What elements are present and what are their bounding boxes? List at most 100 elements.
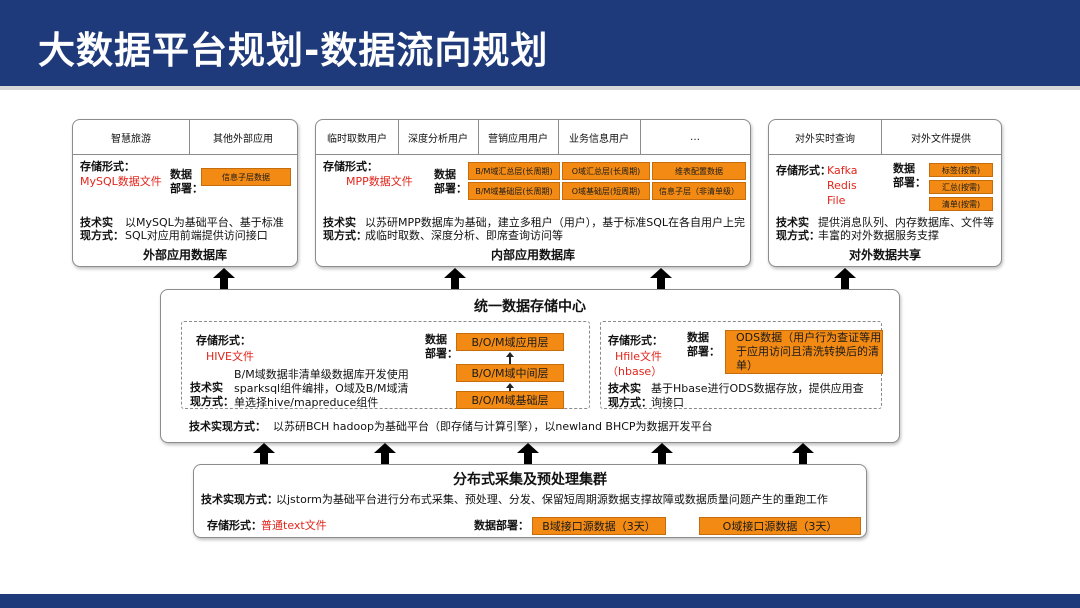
up-arrow-icon: [792, 443, 814, 465]
storage-form-label: 存储形式：: [196, 334, 251, 347]
tech-label: 技术实: [323, 216, 356, 229]
small-up-arrow-icon: [506, 352, 514, 364]
deploy-label: 数据: [893, 162, 915, 175]
deploy-label-2: 部署：: [170, 182, 203, 195]
hbase-panel: 存储形式： Hfile文件 （hbase） 数据 部署： ODS数据（用户行为查…: [600, 321, 883, 409]
up-arrow-icon: [444, 268, 466, 290]
deploy-label: 数据: [425, 333, 447, 346]
tab-adhoc-users: 临时取数用户: [327, 133, 387, 145]
deploy-box-b-domain: B域接口源数据（3天）: [532, 517, 666, 535]
deploy-label-2: 部署：: [434, 182, 467, 195]
footer-bar: [0, 594, 1080, 608]
deploy-box: 信息子层（非清单级）: [652, 182, 746, 200]
tech-label-2: 现方式：: [323, 229, 367, 242]
tech-label-2: 现方式：: [80, 229, 124, 242]
card-caption: 统一数据存储中心: [474, 299, 586, 315]
storage-form-value: Hfile文件: [615, 350, 663, 363]
external-db-card: 智慧旅游 其他外部应用 存储形式： MySQL数据文件 数据 部署： 信息子层数…: [72, 119, 298, 267]
deploy-label: 数据: [170, 168, 192, 181]
tech-line-1: 基于Hbase进行ODS数据存放，提供应用查: [651, 382, 864, 395]
tech-label: 技术实: [190, 381, 223, 394]
deploy-box: 清单(按需): [929, 197, 993, 211]
tab-marketing-users: 营销应用用户: [488, 133, 548, 145]
deploy-box: 信息子层数据: [201, 168, 291, 186]
tech-line-1: 以苏研MPP数据库为基础，建立多租户（用户），基于标准SQL在各自用户上完: [365, 216, 746, 229]
deploy-box-mid-layer: B/O/M域中间层: [456, 364, 564, 382]
up-arrow-icon: [650, 268, 672, 290]
storage-form-value: 普通text文件: [261, 519, 327, 532]
tech-label: 技术实现方式：: [189, 420, 266, 433]
page-title: 大数据平台规划-数据流向规划: [38, 29, 549, 72]
tech-line-1: 提供消息队列、内存数据库、文件等: [818, 216, 994, 229]
tab-separator: [398, 120, 399, 154]
tab-separator: [881, 120, 882, 154]
deploy-label: 数据部署：: [474, 519, 529, 532]
storage-value-kafka: Kafka: [827, 164, 858, 177]
tech-line-1: B/M域数据非清单级数据库开发使用: [234, 368, 409, 381]
tab-realtime-query: 对外实时查询: [795, 133, 855, 145]
title-bar: 大数据平台规划-数据流向规划: [0, 0, 1080, 86]
deploy-label-2: 部署：: [687, 345, 720, 358]
tech-label-2: 现方式：: [776, 229, 820, 242]
tech-line-3: 单选择hive/mapreduce组件: [234, 396, 379, 409]
deploy-box-app-layer: B/O/M域应用层: [456, 333, 564, 351]
tab-separator: [640, 120, 641, 154]
tech-line-2: 丰富的对外数据服务支撑: [818, 229, 939, 242]
storage-form-value: MySQL数据文件: [80, 175, 162, 188]
storage-form-label: 存储形式：: [207, 519, 262, 532]
tech-label: 技术实现方式：: [201, 493, 278, 506]
up-arrow-icon: [374, 443, 396, 465]
tech-label: 技术实: [776, 216, 809, 229]
tab-smart-tourism: 智慧旅游: [111, 133, 151, 145]
storage-value-redis: Redis: [827, 179, 857, 192]
tech-value: 以jstorm为基础平台进行分布式采集、预处理、分发、保留短周期源数据支撑故障或…: [276, 493, 828, 506]
up-arrow-icon: [253, 443, 275, 465]
card-caption: 对外数据共享: [848, 248, 921, 262]
deploy-box: O域基础层(短周期): [562, 182, 650, 200]
tech-line-1: 以MySQL为基础平台、基于标准: [125, 216, 284, 229]
up-arrow-icon: [213, 268, 235, 290]
tab-deep-analysis-users: 深度分析用户: [408, 133, 468, 145]
deploy-label: 数据: [434, 168, 456, 181]
deploy-label-2: 部署：: [893, 176, 926, 189]
tech-line-2: sparksql组件编排，O域及B/M域清: [234, 382, 409, 395]
tab-divider: [73, 154, 297, 155]
external-share-card: 对外实时查询 对外文件提供 存储形式： Kafka Redis File 数据 …: [768, 119, 1002, 267]
deploy-label-2: 部署：: [425, 347, 458, 360]
tab-file-provision: 对外文件提供: [911, 133, 971, 145]
tab-more: …: [690, 131, 700, 143]
tab-separator: [189, 120, 190, 154]
tab-divider: [769, 154, 1001, 155]
tech-label-2: 现方式：: [190, 395, 234, 408]
storage-form-value: MPP数据文件: [346, 175, 413, 188]
tech-label: 技术实: [608, 382, 641, 395]
tech-line-2: 成临时取数、深度分析、即席查询访问等: [365, 229, 563, 242]
deploy-box-ods: ODS数据（用户行为查证等用于应用访问且清洗转换后的清单）: [725, 330, 883, 374]
storage-form-value-2: （hbase）: [607, 365, 663, 378]
up-arrow-icon: [651, 443, 673, 465]
deploy-box: B/M域汇总层(长周期): [468, 162, 560, 180]
tech-label-2: 现方式：: [608, 396, 652, 409]
deploy-box: 汇总(按需): [929, 180, 993, 194]
deploy-box: 维表配置数据: [652, 162, 746, 180]
up-arrow-icon: [517, 443, 539, 465]
tech-line-2: 询接口: [651, 396, 684, 409]
deploy-box: O域汇总层(长周期): [562, 162, 650, 180]
tab-other-external-apps: 其他外部应用: [213, 133, 273, 145]
tab-divider: [316, 154, 750, 155]
tech-label: 技术实: [80, 216, 113, 229]
collect-cluster-card: 分布式采集及预处理集群 技术实现方式： 以jstorm为基础平台进行分布式采集、…: [193, 464, 867, 538]
up-arrow-icon: [834, 268, 856, 290]
card-caption: 外部应用数据库: [142, 248, 227, 262]
tab-business-info-users: 业务信息用户: [569, 133, 629, 145]
deploy-label: 数据: [687, 331, 709, 344]
unified-storage-card: 统一数据存储中心 存储形式： HIVE文件 B/M域数据非清单级数据库开发使用 …: [160, 289, 900, 443]
storage-value-file: File: [827, 194, 846, 207]
storage-form-label: 存储形式：: [608, 334, 663, 347]
tech-value: 以苏研BCH hadoop为基础平台（即存储与计算引擎），以newland BH…: [273, 420, 713, 433]
card-caption: 内部应用数据库: [490, 248, 575, 262]
tech-line-2: SQL对应用前端提供访问接口: [125, 229, 268, 242]
card-caption: 分布式采集及预处理集群: [453, 472, 607, 488]
deploy-box-o-domain: O域接口源数据（3天）: [699, 517, 861, 535]
hive-panel: 存储形式： HIVE文件 B/M域数据非清单级数据库开发使用 sparksql组…: [181, 321, 590, 409]
